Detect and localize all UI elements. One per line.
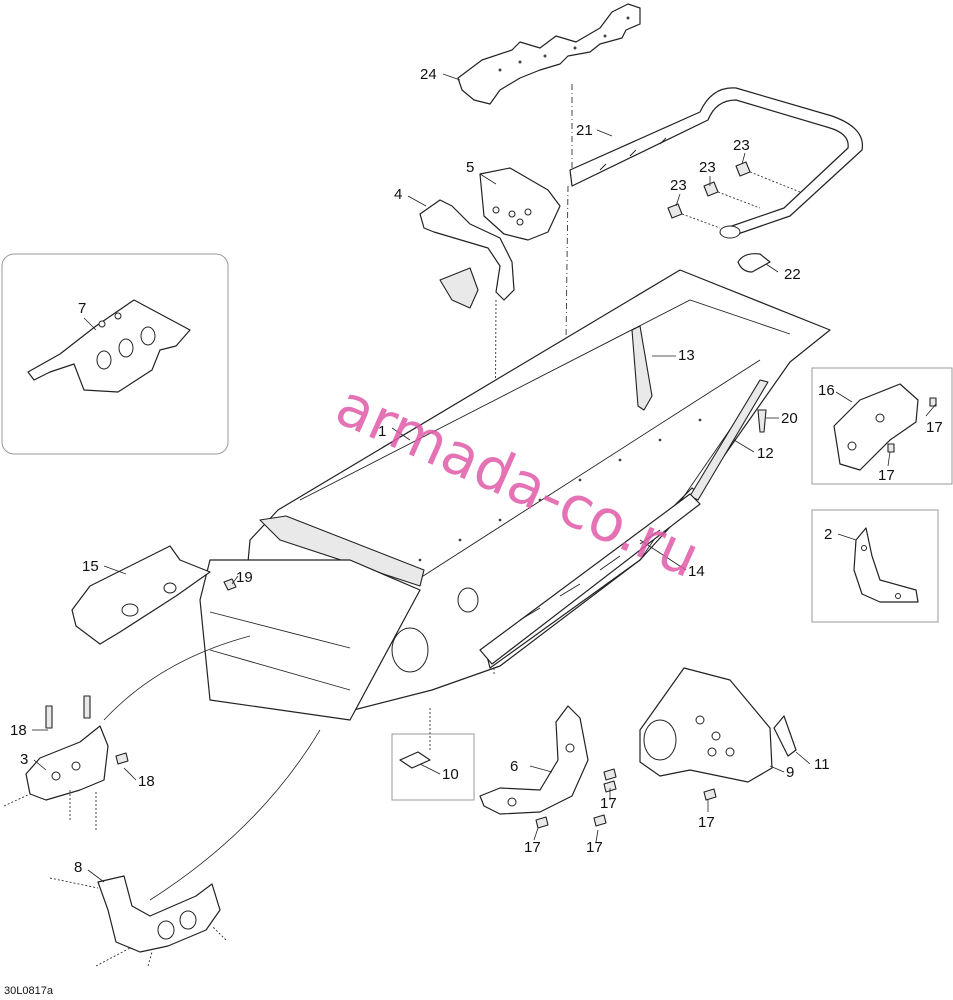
part-19-rivet [223,578,237,591]
callout-5: 5 [466,159,474,176]
callout-16: 16 [818,382,835,399]
part-3-bracket [25,725,109,801]
part-4-brace [419,199,515,301]
part-7-bracket [27,299,191,393]
callout-17f: 17 [698,814,715,831]
part-13-post [631,325,653,411]
drawing-code: 30L0817a [4,985,54,997]
callout-1: 1 [378,423,386,440]
callout-23a: 23 [733,137,750,154]
part-14-footrest [479,493,701,665]
part-15-plate [71,545,211,645]
inset-box-part-16 [811,367,953,485]
part-11-bracket [773,715,797,757]
callout-17d: 17 [524,839,541,856]
callout-17c: 17 [600,795,617,812]
part-10-cover [399,751,431,769]
callout-7: 7 [78,300,86,317]
part-22-clip [737,253,771,273]
callout-14: 14 [688,563,705,580]
callout-17b: 17 [878,467,895,484]
part-23-bolts [667,161,801,229]
part-9-plate [639,667,773,783]
part-20-fastener [757,409,767,433]
inset-box-part-10 [391,733,475,801]
callout-23b: 23 [699,159,716,176]
callout-11: 11 [814,756,830,773]
callout-17a: 17 [926,419,943,436]
callout-8: 8 [74,859,82,876]
leader-lines [32,73,937,883]
callout-9: 9 [786,764,794,781]
callout-18a: 18 [10,722,27,739]
callout-labels: 24 21 23 23 23 22 5 4 7 1 13 20 12 16 17… [10,66,943,876]
part-16-bracket [833,383,919,471]
callout-3: 3 [20,751,28,768]
inset-box-part-2 [811,509,939,623]
part-2-bracket [853,527,919,603]
fasteners-17-18 [45,397,937,829]
callout-10: 10 [442,766,459,783]
callout-13: 13 [678,347,695,364]
part-6-bracket [479,705,589,815]
callout-24: 24 [420,66,437,83]
callout-4: 4 [394,186,402,203]
part-8-bracket [49,875,227,967]
part-4-guard [439,267,479,309]
callout-6: 6 [510,758,518,775]
callout-12: 12 [757,445,774,462]
callout-18b: 18 [138,773,155,790]
part-5-bracket [479,167,561,241]
callout-2: 2 [824,526,832,543]
part-24-plate [457,3,641,105]
callout-23c: 23 [670,177,687,194]
callout-22: 22 [784,266,801,283]
callout-19: 19 [236,569,253,586]
inset-box-part-7 [1,253,229,455]
callout-15: 15 [82,558,99,575]
callout-20: 20 [781,410,798,427]
callout-17e: 17 [586,839,603,856]
callout-21: 21 [576,122,593,139]
part-21-bumper [569,87,864,239]
